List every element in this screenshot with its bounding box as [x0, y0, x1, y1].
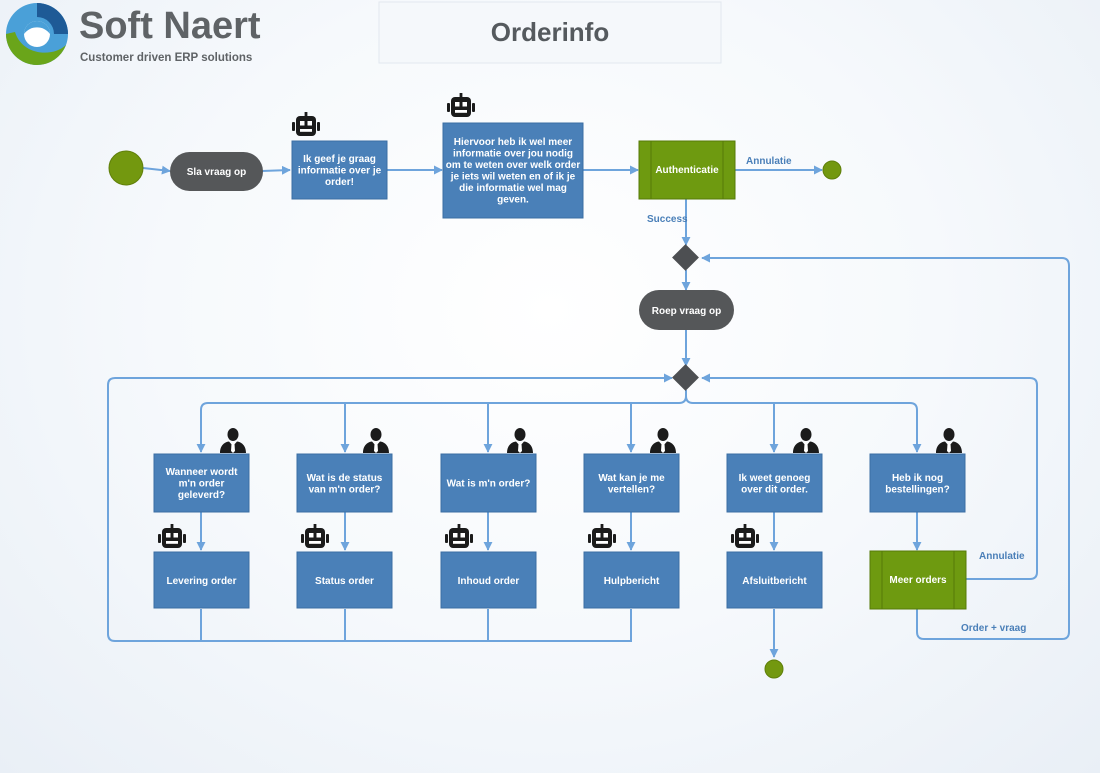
robot-icon	[301, 524, 329, 548]
edge-loop-help	[488, 609, 632, 642]
logo-mark	[6, 3, 68, 66]
person-icon	[363, 428, 389, 453]
end-node-annulatie	[822, 160, 842, 180]
response-help: Hulpbericht	[583, 551, 680, 609]
brand-logo: Soft Naert Customer driven ERP solutions	[6, 3, 261, 66]
robot-icon	[731, 524, 759, 548]
edges	[107, 165, 1070, 658]
person-icon	[220, 428, 246, 453]
person-icon	[793, 428, 819, 453]
start-node	[108, 150, 144, 186]
label-annulatie-bottom: Annulatie	[979, 551, 1025, 562]
label-annulatie-top: Annulatie	[746, 156, 792, 167]
svg-text:Hulpbericht: Hulpbericht	[604, 576, 660, 587]
node-sla-vraag-op: Sla vraag op	[170, 152, 263, 191]
robot-icon	[588, 524, 616, 548]
edge-gate2-right-branch	[685, 395, 918, 452]
robot-icon	[158, 524, 186, 548]
subprocess-meer-orders: Meer orders	[869, 550, 967, 610]
person-icon	[507, 428, 533, 453]
gate-after-auth	[672, 244, 699, 271]
svg-text:Inhoud order: Inhoud order	[458, 576, 520, 587]
subprocess-authenticatie: Authenticatie	[638, 140, 736, 200]
response-status: Status order	[296, 551, 393, 609]
robot-icon	[292, 112, 320, 136]
svg-text:Authenticatie: Authenticatie	[655, 165, 719, 176]
svg-text:Afsluitbericht: Afsluitbericht	[742, 576, 807, 587]
svg-text:Roep vraag op: Roep vraag op	[652, 306, 721, 317]
end-node-afsluit	[764, 659, 784, 679]
edge-meer-annulatie	[701, 373, 1038, 580]
edge-loop-status	[201, 609, 346, 642]
question-inhoud: Wat is m'n order?	[440, 453, 537, 513]
svg-text:Levering order: Levering order	[166, 576, 236, 587]
response-inhoud: Inhoud order	[440, 551, 537, 609]
response-levering: Levering order	[153, 551, 250, 609]
robot-icon	[447, 93, 475, 117]
edge-loop-left	[107, 373, 673, 642]
person-icon	[650, 428, 676, 453]
edge-meer-order-vraag	[701, 253, 1070, 640]
title-panel: Orderinfo	[378, 1, 722, 64]
edge-loop-inhoud	[345, 609, 489, 642]
label-success: Success	[647, 214, 688, 225]
edge-start-to-sla	[142, 165, 171, 175]
page-title: Orderinfo	[491, 17, 609, 47]
person-icon	[936, 428, 962, 453]
svg-text:Status order: Status order	[315, 576, 374, 587]
svg-text:Wat is m'n order?: Wat is m'n order?	[447, 479, 531, 490]
edge-sla-to-geef	[261, 165, 291, 175]
edge-gate2-to-q-levering	[196, 390, 687, 453]
response-afsluit: Afsluitbericht	[726, 551, 823, 609]
brand-tagline: Customer driven ERP solutions	[80, 52, 252, 64]
svg-text:Sla vraag op: Sla vraag op	[187, 167, 246, 178]
label-order-vraag: Order + vraag	[961, 623, 1026, 634]
brand-name: Soft Naert	[79, 5, 261, 47]
gate-question-router	[672, 364, 699, 391]
node-roep-vraag-op: Roep vraag op	[639, 290, 734, 330]
svg-text:Meer orders: Meer orders	[889, 575, 947, 586]
robot-icon	[445, 524, 473, 548]
